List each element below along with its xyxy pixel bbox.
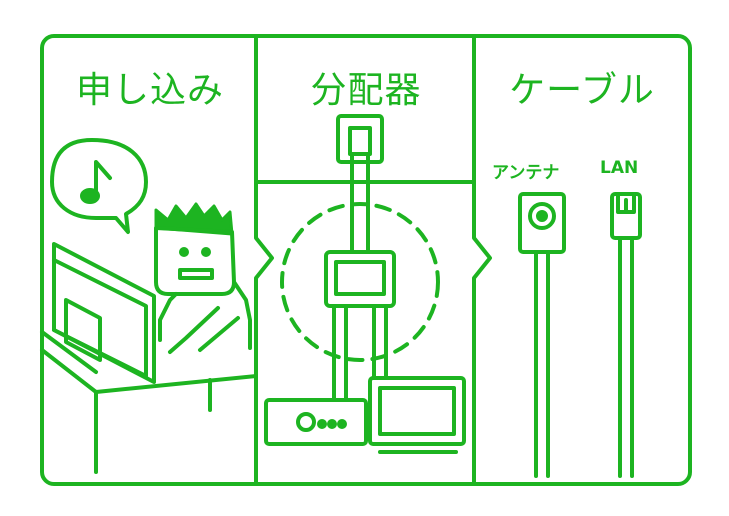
- splitter-icon: [280, 152, 440, 402]
- panel-title-splitter: 分配器: [310, 70, 422, 111]
- music-note-icon: [50, 138, 148, 234]
- antenna-label: アンテナ: [492, 163, 560, 183]
- desk-illustration: [40, 330, 258, 474]
- lan-label: LAN: [600, 158, 639, 178]
- recorder-device-icon: [264, 398, 368, 446]
- divider-right: [472, 34, 492, 486]
- person-illustration: [154, 202, 252, 354]
- tv-icon: [368, 376, 466, 454]
- computer-monitor-illustration: [52, 242, 156, 384]
- divider-left: [254, 34, 274, 486]
- lan-cable-icon: [610, 192, 642, 478]
- panel-title-apply: 申し込み: [75, 70, 224, 111]
- wall-outlet-icon: [336, 114, 384, 164]
- antenna-cable-icon: [518, 192, 566, 478]
- panel-title-cable: ケーブル: [509, 70, 655, 111]
- outer-frame: [40, 34, 692, 486]
